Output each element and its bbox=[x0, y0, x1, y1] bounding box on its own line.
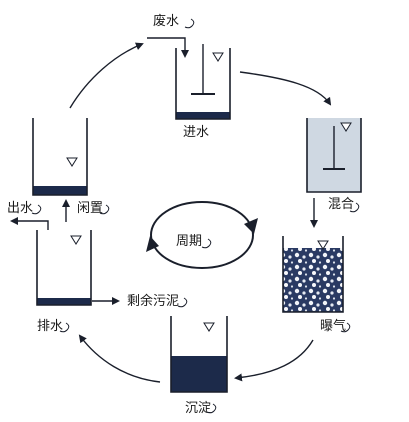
stage-aerate-label: 曝气 bbox=[320, 318, 346, 334]
sludge-layer bbox=[176, 112, 230, 119]
tank-aerate: 曝气 bbox=[282, 236, 351, 334]
tank-drain: 排水 bbox=[36, 230, 92, 334]
stage-fill-label: 进水 bbox=[183, 125, 209, 140]
tank-outline bbox=[175, 48, 231, 120]
settle-leader bbox=[206, 403, 217, 414]
tank-fill: 进水 bbox=[175, 44, 231, 140]
cycle-arrowhead-left bbox=[146, 236, 159, 252]
influent: 废水 bbox=[147, 13, 195, 58]
water-level-icon bbox=[212, 52, 224, 62]
mix-leader bbox=[349, 202, 360, 213]
sludge-layer bbox=[37, 298, 91, 305]
influent-leader bbox=[184, 18, 195, 29]
settle-to-drain-arrow bbox=[78, 334, 161, 383]
fill-to-mix-arrow bbox=[239, 71, 332, 106]
sludge-label: 剩余污泥 bbox=[127, 293, 179, 309]
water-level-icon bbox=[70, 235, 82, 245]
cycle-leader bbox=[201, 238, 212, 249]
stage-idle-label: 闲置 bbox=[77, 201, 103, 216]
aerate-leader bbox=[340, 322, 351, 333]
water-level-icon bbox=[317, 240, 329, 250]
effluent: 出水 bbox=[7, 199, 70, 230]
effluent-label: 出水 bbox=[7, 201, 33, 216]
effluent-leader bbox=[31, 204, 42, 215]
influent-label: 废水 bbox=[153, 13, 179, 29]
idle-to-fill-arrow bbox=[69, 42, 144, 109]
stage-settle-label: 沉淀 bbox=[185, 401, 211, 416]
idle-leader bbox=[99, 204, 110, 215]
sludge-leader bbox=[177, 297, 188, 308]
water-level-icon bbox=[203, 322, 215, 332]
cycle-ring: 周期 bbox=[146, 201, 258, 269]
cycle-arrowhead-right bbox=[244, 218, 258, 234]
drain-leader bbox=[59, 322, 70, 333]
tank-idle: 闲置 bbox=[32, 118, 110, 216]
effluent-pipe bbox=[10, 217, 49, 230]
water-level-icon bbox=[66, 157, 78, 167]
sludge-outlet: 剩余污泥 bbox=[92, 293, 188, 309]
water-level-icon bbox=[340, 122, 352, 132]
stage-drain-label: 排水 bbox=[37, 319, 63, 334]
tank-outline bbox=[36, 230, 92, 306]
stage-mix-label: 混合 bbox=[328, 197, 354, 212]
settled-sludge bbox=[171, 356, 227, 392]
tank-outline bbox=[306, 118, 362, 193]
aerate-to-settle-arrow bbox=[234, 339, 314, 382]
tank-mix: 混合 bbox=[306, 118, 362, 213]
tank-outline bbox=[170, 316, 228, 393]
aeration-bubbles bbox=[283, 248, 343, 312]
cycle-arrows bbox=[69, 42, 332, 383]
tank-outline bbox=[32, 118, 88, 196]
cycle-ellipse bbox=[150, 201, 254, 269]
sludge-layer bbox=[33, 186, 87, 195]
cycle-label: 周期 bbox=[176, 234, 202, 249]
tank-outline bbox=[282, 236, 344, 313]
influent-pipe bbox=[147, 37, 189, 58]
tank-settle: 沉淀 bbox=[170, 316, 228, 416]
